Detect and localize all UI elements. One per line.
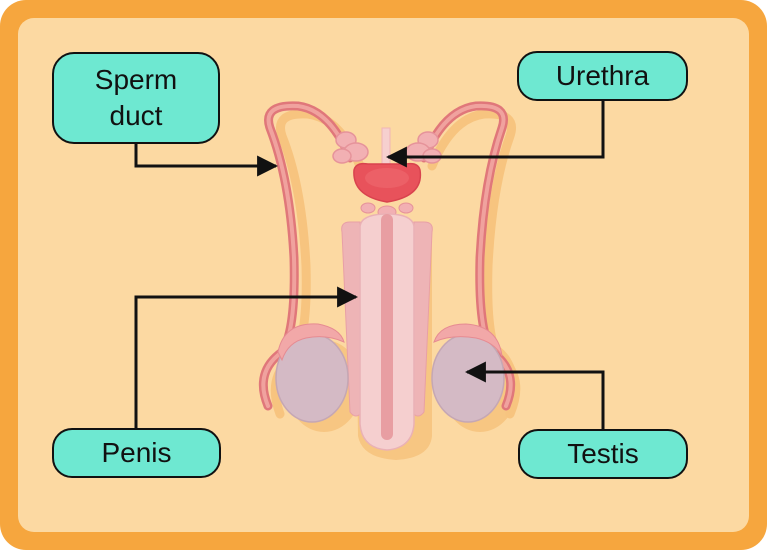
label-sperm-duct: Sperm duct [52, 52, 220, 144]
testis-left [275, 323, 349, 423]
arrow-testis [464, 361, 605, 429]
bladder-highlight [365, 168, 409, 188]
label-testis: Testis [518, 429, 688, 479]
arrow-sperm-duct [134, 144, 279, 177]
arrow-penis [134, 286, 359, 428]
arrow-urethra [385, 101, 605, 168]
leader-lines [134, 101, 605, 429]
label-urethra: Urethra [517, 51, 688, 101]
penis-body [341, 213, 433, 451]
label-penis: Penis [52, 428, 221, 478]
